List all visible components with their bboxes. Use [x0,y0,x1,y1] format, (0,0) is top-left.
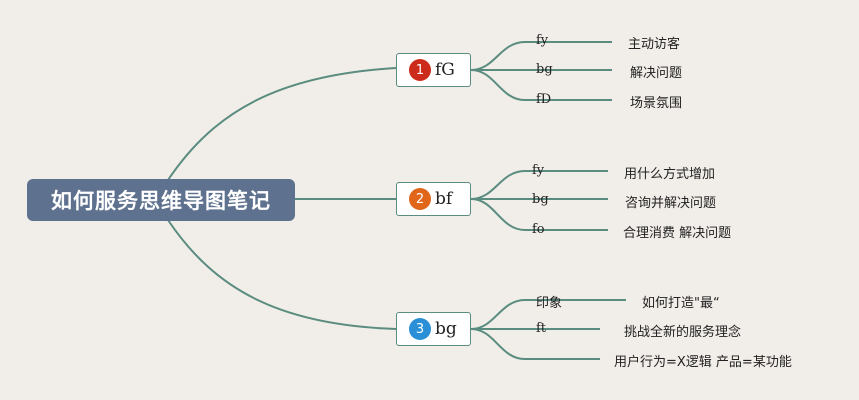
subtopic-value[interactable]: 挑战全新的服务理念 [624,325,742,340]
subtopic-value[interactable]: 合理消费 解决问题 [623,226,732,241]
subtopic-value[interactable]: 如何打造"最“ [642,296,720,311]
branch-topic-2[interactable]: 2 bf [396,182,471,216]
subtopic-value[interactable]: 咨询并解决问题 [625,196,717,211]
number-badge-icon: 3 [409,318,431,340]
branch-topic-label: bf [435,189,453,209]
subtopic-key[interactable]: bg [532,192,549,207]
branch-topic-1[interactable]: 1 fG [396,53,471,87]
subtopic-key[interactable]: 印象 [536,296,563,311]
branch-topic-3[interactable]: 3 bg [396,312,471,346]
subtopic-value[interactable]: 用什么方式增加 [624,167,716,182]
subtopic-value[interactable]: 用户行为=X逻辑 产品=某功能 [614,355,792,370]
subtopic-key[interactable]: bg [536,62,553,77]
subtopic-value[interactable]: 主动访客 [628,37,681,52]
branch-topic-label: bg [435,319,457,339]
root-topic[interactable]: 如何服务思维导图笔记 [27,179,295,221]
subtopic-value[interactable]: 场景氛围 [630,96,683,111]
subtopic-value[interactable]: 解决问题 [630,66,683,81]
subtopic-key[interactable]: fy [532,163,545,178]
subtopic-key[interactable]: fo [532,222,545,237]
number-badge-icon: 1 [409,59,431,81]
subtopic-key[interactable]: fy [536,33,549,48]
subtopic-key[interactable]: ft [536,321,547,336]
subtopic-key[interactable]: fD [536,92,552,107]
branch-topic-label: fG [435,60,455,80]
root-topic-label: 如何服务思维导图笔记 [51,189,271,213]
number-badge-icon: 2 [409,188,431,210]
